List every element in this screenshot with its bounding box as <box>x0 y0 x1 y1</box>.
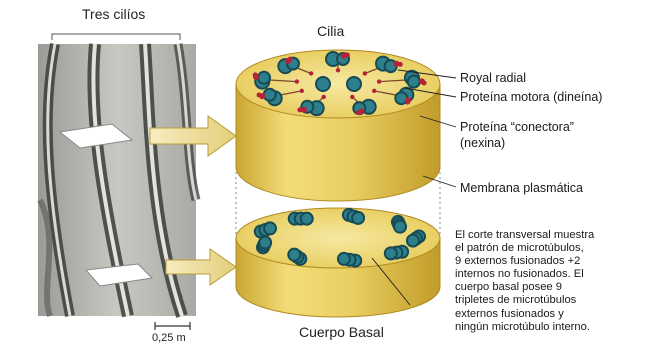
label-radial: Royal radial <box>460 71 526 86</box>
dynein-arm <box>422 81 427 86</box>
spoke-head <box>300 89 304 93</box>
basal-body-cross-section <box>236 208 440 317</box>
dynein-arm <box>288 57 293 62</box>
spoke-head <box>350 95 354 99</box>
micrograph-photo <box>38 44 196 316</box>
scale-label: 0,25 m <box>152 332 186 344</box>
spoke-head <box>372 89 376 93</box>
triplet-microtubule <box>352 212 364 224</box>
spoke-head <box>322 95 326 99</box>
description-line: tripletes de microtúbulos <box>455 294 640 307</box>
triplet-microtubule <box>338 253 350 265</box>
label-plasma-membrane: Membrana plasmática <box>460 181 583 196</box>
spoke-head <box>309 71 313 75</box>
dynein-arm <box>405 100 410 105</box>
label-motor-protein: Proteína motora (dineína) <box>460 90 602 105</box>
dynein-arm <box>257 92 262 97</box>
description-line: ningún microtúbulo interno. <box>455 321 640 334</box>
dynein-arm <box>297 107 302 112</box>
description-line: 9 externos fusionados +2 <box>455 255 640 268</box>
triplet-microtubule <box>407 235 419 247</box>
triplet-microtubule <box>301 213 313 225</box>
spoke-head <box>363 71 367 75</box>
central-microtubule <box>347 77 361 91</box>
spoke-head <box>295 79 299 83</box>
microtubule <box>408 76 420 88</box>
label-connector-protein-name: (nexina) <box>460 136 505 151</box>
description-text: El corte transversal muestra el patrón d… <box>455 229 640 334</box>
cilium-cross-section <box>236 50 440 201</box>
spoke-head <box>336 68 340 72</box>
dynein-arm <box>253 72 258 77</box>
microtubule <box>258 72 270 84</box>
spoke-head <box>377 79 381 83</box>
photo-bracket <box>52 34 180 40</box>
description-line: el patrón de microtúbulos, <box>455 242 640 255</box>
triplet-microtubule <box>394 221 406 233</box>
triplet-microtubule <box>264 222 276 234</box>
dynein-arm <box>345 52 350 57</box>
description-line: cuerpo basal posee 9 <box>455 281 640 294</box>
triplet-microtubule <box>288 249 300 261</box>
microtubule <box>264 89 276 101</box>
triplet-microtubule <box>385 247 397 259</box>
description-line: internos no fusionados. El <box>455 268 640 281</box>
basal-body-title: Cuerpo Basal <box>299 324 384 340</box>
label-connector-protein: Proteína “conectora” <box>460 120 574 135</box>
dynein-arm <box>356 110 361 115</box>
photo-title: Tres cilíos <box>82 6 145 22</box>
description-line: El corte transversal muestra <box>455 229 640 242</box>
description-line: externos fusionados y <box>455 308 640 321</box>
dynein-arm <box>398 62 403 67</box>
cilia-title: Cilia <box>317 23 344 39</box>
central-microtubule <box>316 77 330 91</box>
